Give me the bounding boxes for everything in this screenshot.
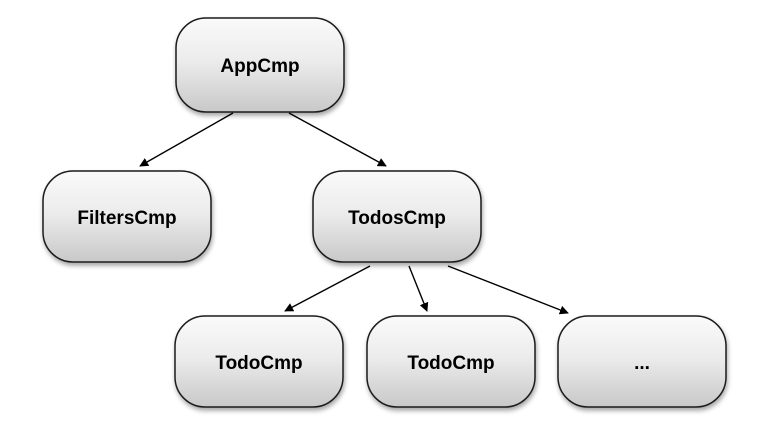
edge-todos-to-more (447, 265, 569, 315)
edge-todos-to-todo2 (408, 265, 429, 312)
node-todo-cmp-1: TodoCmp (174, 315, 344, 408)
nodes: AppCmp FiltersCmp TodosCmp TodoCmp TodoC… (42, 17, 727, 408)
node-label: TodoCmp (407, 353, 494, 374)
edge-app-to-filters (139, 112, 234, 167)
node-label: TodoCmp (215, 353, 302, 374)
node-filters-cmp: FiltersCmp (42, 170, 212, 263)
node-label: FiltersCmp (77, 208, 176, 229)
node-app-cmp: AppCmp (175, 17, 345, 113)
edges (139, 112, 569, 315)
node-ellipsis: ... (557, 315, 727, 408)
node-label: ... (634, 353, 650, 374)
edge-todos-to-todo1 (284, 265, 371, 312)
node-label: TodosCmp (348, 208, 446, 229)
node-todos-cmp: TodosCmp (312, 170, 482, 263)
node-todo-cmp-2: TodoCmp (366, 315, 536, 408)
node-label: AppCmp (220, 56, 299, 77)
edge-app-to-todos (288, 112, 387, 167)
